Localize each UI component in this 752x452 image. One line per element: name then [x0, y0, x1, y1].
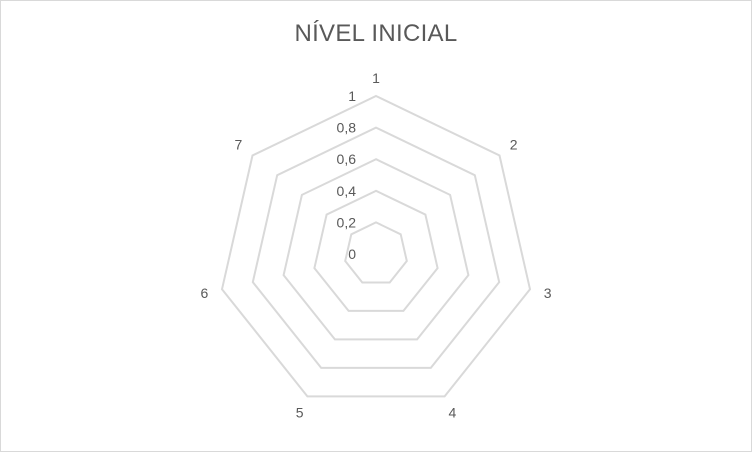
category-label: 5	[296, 405, 304, 421]
grid-ring	[313, 189, 439, 312]
grid-ring	[220, 94, 532, 398]
category-label: 1	[372, 70, 380, 86]
radial-tick-label: 0,4	[337, 183, 357, 199]
category-label: 6	[201, 285, 209, 301]
category-label: 3	[544, 285, 552, 301]
radial-tick-label: 0	[348, 246, 356, 262]
chart-title: NÍVEL INICIAL	[294, 20, 458, 47]
grid-ring	[344, 221, 408, 284]
grid-ring	[282, 158, 470, 341]
radial-tick-label: 0,6	[337, 151, 357, 167]
radial-tick-label: 0,8	[337, 120, 357, 136]
category-label: 2	[510, 136, 518, 152]
radial-tick-label: 1	[348, 88, 356, 104]
radial-tick-label: 0,2	[337, 214, 357, 230]
category-label: 4	[449, 405, 457, 421]
category-label: 7	[235, 136, 243, 152]
grid-ring	[251, 126, 501, 369]
